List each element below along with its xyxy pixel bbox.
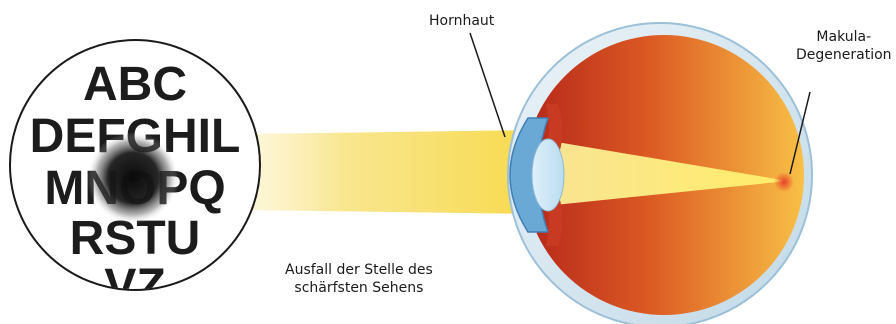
light-beam bbox=[240, 130, 540, 214]
caption-label: Ausfall der Stelle des schärfsten Sehens bbox=[285, 261, 433, 297]
cornea-pointer-line bbox=[470, 33, 505, 137]
macula-label-line-2: Degeneration bbox=[796, 46, 892, 64]
macula-label: Makula- Degeneration bbox=[796, 28, 892, 64]
macula-spot bbox=[774, 172, 794, 192]
caption-line-2: schärfsten Sehens bbox=[285, 279, 433, 297]
caption-line-1: Ausfall der Stelle des bbox=[285, 261, 433, 279]
cornea-label: Hornhaut bbox=[429, 12, 494, 30]
chart-row-5: VZ bbox=[104, 260, 165, 313]
macula-label-line-1: Makula- bbox=[796, 28, 892, 46]
blind-spot bbox=[87, 132, 179, 224]
eyeball bbox=[508, 23, 812, 324]
eye-chart: ABC DEFGHIL MNOPQ RSTU VZ bbox=[10, 40, 260, 313]
cornea-label-text: Hornhaut bbox=[429, 13, 494, 29]
lens bbox=[532, 139, 564, 211]
chart-row-1: ABC bbox=[83, 58, 187, 111]
